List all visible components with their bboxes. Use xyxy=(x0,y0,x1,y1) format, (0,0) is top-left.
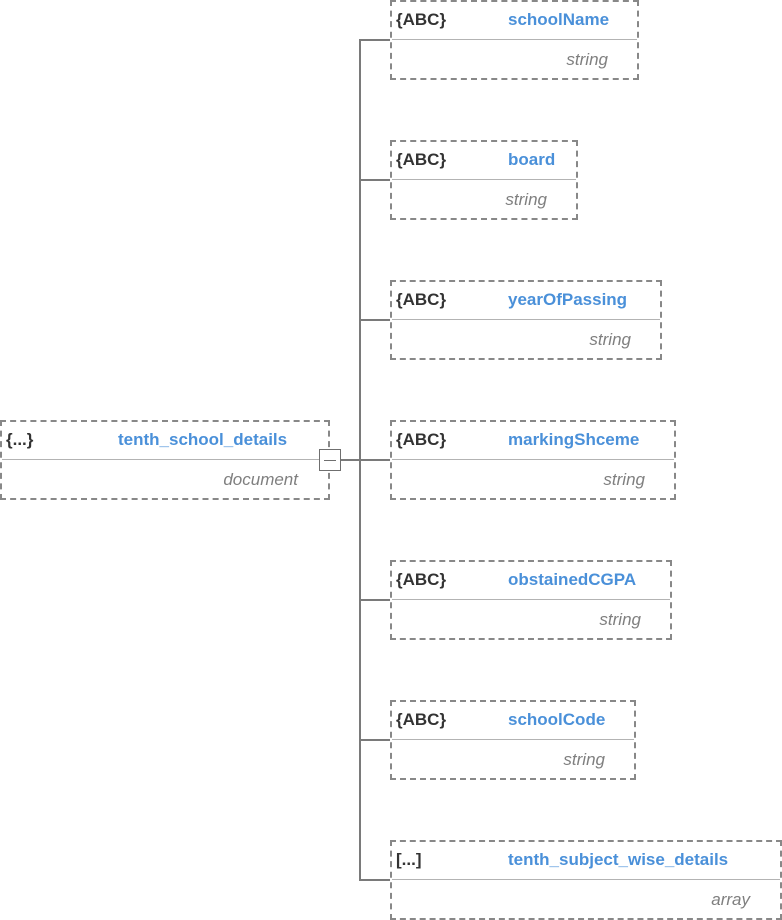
child-node-obstainedcgpa[interactable]: {ABC} obstainedCGPA string xyxy=(390,560,672,640)
child-node-tenth-subject-wise-details[interactable]: [...] tenth_subject_wise_details array xyxy=(390,840,782,920)
field-name: obstainedCGPA xyxy=(508,570,637,589)
branch-line xyxy=(359,179,390,181)
branch-line xyxy=(359,39,390,41)
field-type: string xyxy=(566,50,608,69)
node-header: {...} tenth_school_details xyxy=(2,422,328,460)
node-header: {ABC} schoolCode xyxy=(392,702,634,740)
child-node-board[interactable]: {ABC} board string xyxy=(390,140,578,220)
string-type-icon: {ABC} xyxy=(396,710,447,729)
field-type: document xyxy=(223,470,298,489)
document-icon: {...} xyxy=(6,430,34,449)
root-connector xyxy=(341,459,360,461)
node-header: {ABC} yearOfPassing xyxy=(392,282,660,320)
field-name: yearOfPassing xyxy=(508,290,628,309)
field-type: string xyxy=(563,750,605,769)
branch-line xyxy=(359,599,390,601)
field-name: tenth_subject_wise_details xyxy=(508,850,729,869)
field-name: tenth_school_details xyxy=(118,430,288,449)
branch-line xyxy=(359,319,390,321)
field-type: string xyxy=(603,470,645,489)
child-node-yearofpassing[interactable]: {ABC} yearOfPassing string xyxy=(390,280,662,360)
branch-line xyxy=(359,879,390,881)
field-name: markingShceme xyxy=(508,430,640,449)
node-header: {ABC} obstainedCGPA xyxy=(392,562,670,600)
field-type: array xyxy=(711,890,750,909)
node-header: {ABC} schoolName xyxy=(392,2,637,40)
array-type-icon: [...] xyxy=(396,850,422,869)
field-name: schoolName xyxy=(508,10,610,29)
node-header: {ABC} markingShceme xyxy=(392,422,674,460)
node-header: {ABC} board xyxy=(392,142,576,180)
string-type-icon: {ABC} xyxy=(396,10,447,29)
field-type: string xyxy=(589,330,631,349)
field-name: board xyxy=(508,150,556,169)
child-node-schoolname[interactable]: {ABC} schoolName string xyxy=(390,0,639,80)
branch-line xyxy=(359,739,390,741)
field-type: string xyxy=(599,610,641,629)
child-node-schoolcode[interactable]: {ABC} schoolCode string xyxy=(390,700,636,780)
node-header: [...] tenth_subject_wise_details xyxy=(392,842,780,880)
minus-icon xyxy=(324,460,336,461)
field-name: schoolCode xyxy=(508,710,606,729)
string-type-icon: {ABC} xyxy=(396,290,447,309)
collapse-button[interactable] xyxy=(319,449,341,471)
root-node-tenth-school-details[interactable]: {...} tenth_school_details document xyxy=(0,420,330,500)
child-node-markingshceme[interactable]: {ABC} markingShceme string xyxy=(390,420,676,500)
string-type-icon: {ABC} xyxy=(396,430,447,449)
string-type-icon: {ABC} xyxy=(396,150,447,169)
branch-line xyxy=(359,459,390,461)
field-type: string xyxy=(505,190,547,209)
string-type-icon: {ABC} xyxy=(396,570,447,589)
